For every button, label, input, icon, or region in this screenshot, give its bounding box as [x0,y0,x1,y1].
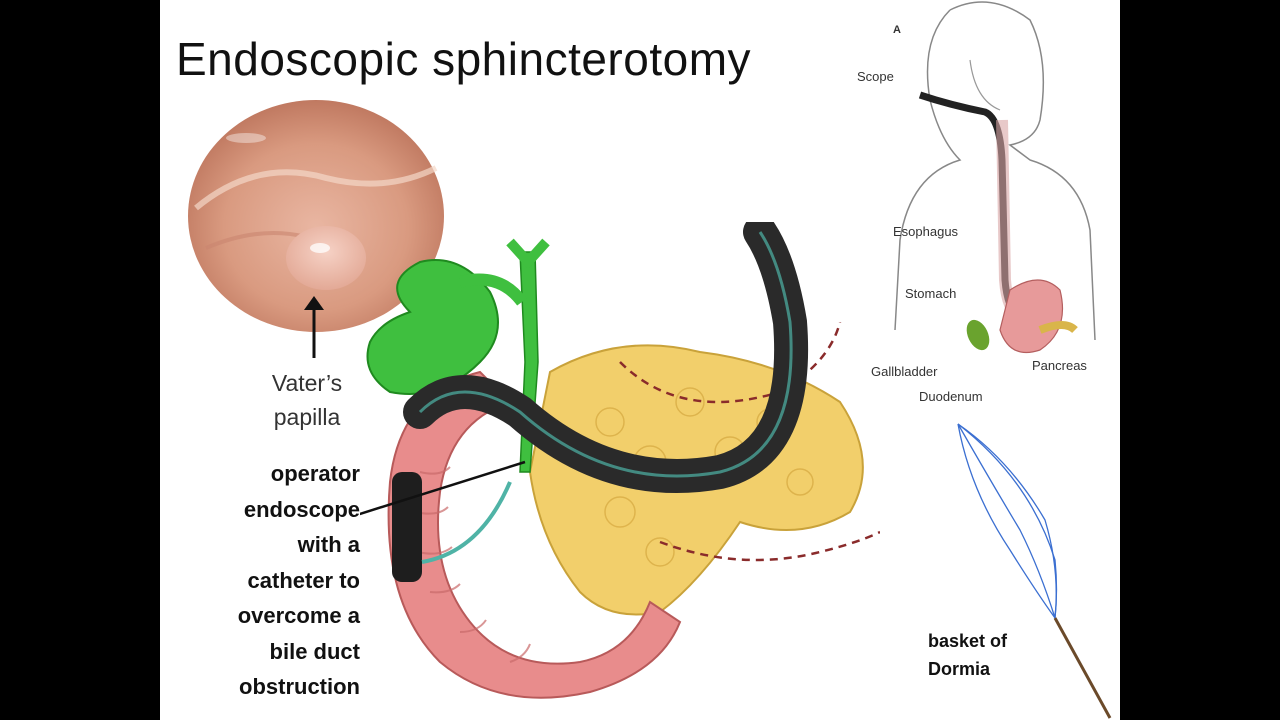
papilla-label: Vater’s papilla [252,366,362,434]
papilla-label-line: papilla [273,404,341,430]
label-gallbladder: Gallbladder [871,364,938,379]
label-scope: Scope [857,69,894,84]
basket-label-line: Dormia [928,659,991,679]
papilla-arrow [304,296,324,358]
papilla-photo [188,100,444,332]
operator-label: operator endoscope with a catheter to ov… [180,456,360,705]
slide-title: Endoscopic sphincterotomy [176,33,752,85]
operator-label-line: with a [297,532,360,557]
papilla-label-line: Vater’s [271,370,343,396]
label-esophagus: Esophagus [893,224,959,239]
dormia-basket-drawing [957,423,1112,719]
operator-label-line: bile duct [269,638,360,664]
anatomy-illustration [360,222,880,699]
operator-label-line: overcome a [237,603,360,628]
figure-letter: A [893,24,901,36]
patient-figure [894,1,1096,354]
operator-label-line: operator [270,461,360,486]
label-pancreas: Pancreas [1032,358,1087,373]
basket-label-line: basket of [928,631,1008,651]
label-stomach: Stomach [905,286,957,301]
operator-label-line: obstruction [239,674,360,699]
operator-label-line: endoscope [243,496,360,522]
basket-label: basket of Dormia [928,627,1007,683]
label-duodenum: Duodenum [919,389,983,404]
operator-label-line: catheter to [247,567,360,593]
slide: Endoscopic sphincterotomy Vater’s papill… [160,0,1120,720]
